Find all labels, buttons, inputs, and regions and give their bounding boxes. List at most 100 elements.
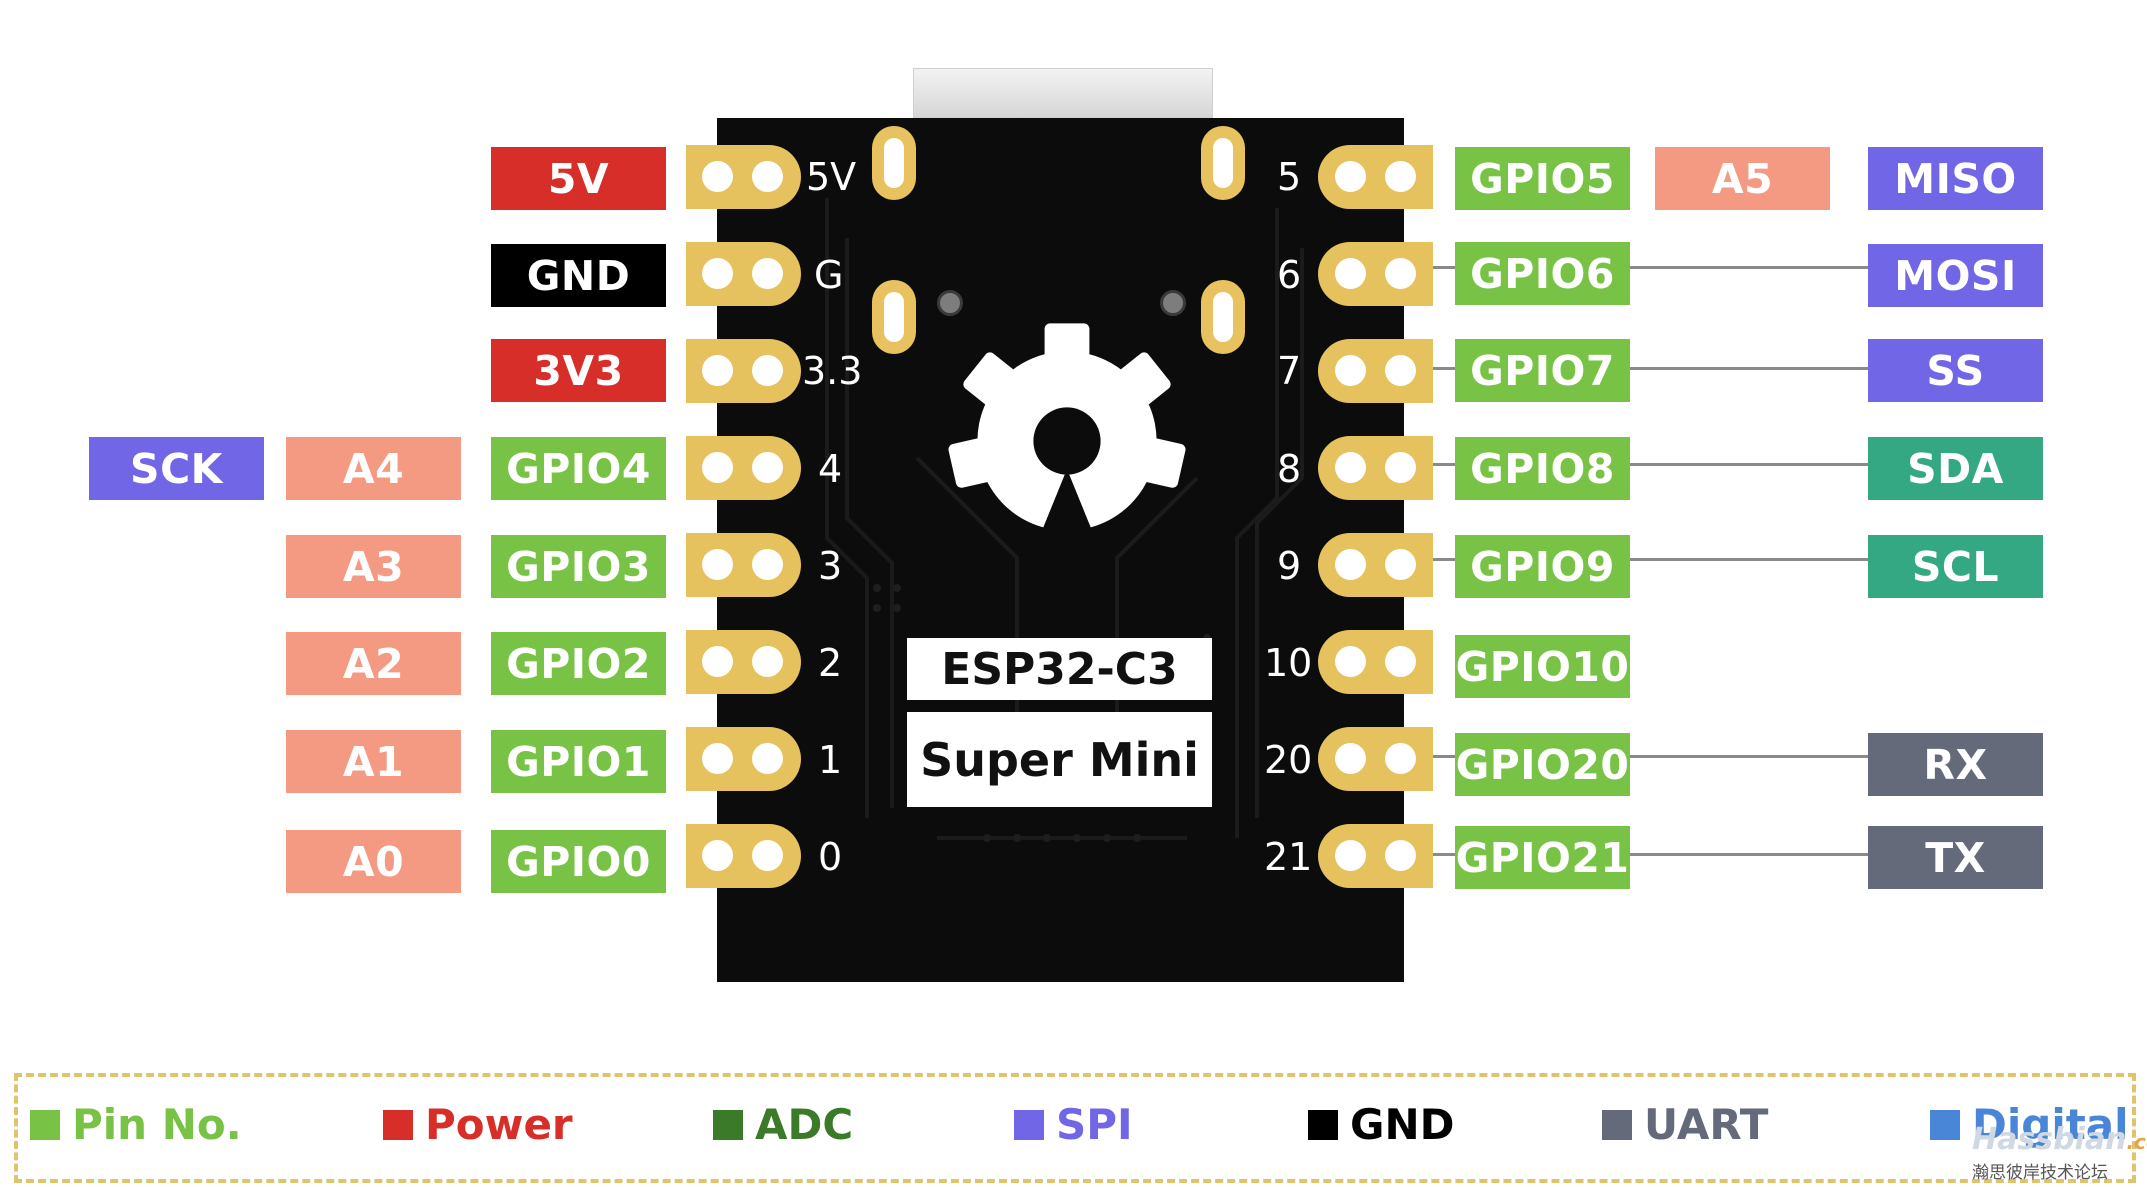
label-a1: A1	[286, 730, 461, 793]
connector-line	[1432, 755, 1868, 758]
label-a3: A3	[286, 535, 461, 598]
watermark-brand: Hassbian.com	[1972, 1122, 2147, 1157]
mount-slot	[1201, 280, 1245, 354]
pin-number: 9	[1277, 544, 1302, 588]
connector-line	[1432, 367, 1868, 370]
label-mosi: MOSI	[1868, 244, 2043, 307]
legend-item-pin-no: Pin No.	[30, 1100, 242, 1149]
watermark-brand-text: Hassbian	[1972, 1122, 2127, 1157]
connector-line	[1432, 266, 1868, 269]
pin-number: G	[814, 253, 844, 297]
pin-pad-right-1	[1318, 242, 1433, 306]
legend-item-uart: UART	[1602, 1100, 1768, 1149]
mount-slot	[872, 280, 916, 354]
pin-pad-left-4	[686, 533, 801, 597]
legend-swatch	[30, 1109, 60, 1140]
label-gpio20: GPIO20	[1455, 733, 1630, 796]
pin-number: 20	[1264, 738, 1313, 782]
gear-keyhole-icon	[948, 323, 1186, 559]
label-5v: 5V	[491, 147, 666, 210]
connector-line	[1432, 463, 1868, 466]
pin-number: 0	[818, 835, 843, 879]
label-gpio0: GPIO0	[491, 830, 666, 893]
pin-number: 7	[1277, 349, 1302, 393]
pin-pad-left-1	[686, 242, 801, 306]
label-gnd: GND	[491, 244, 666, 307]
pin-number: 5V	[806, 155, 857, 199]
watermark-domain: .com	[2126, 1130, 2147, 1154]
legend-item-spi: SPI	[1014, 1100, 1133, 1149]
pin-pad-right-7	[1318, 824, 1433, 888]
legend-swatch	[1308, 1109, 1338, 1140]
legend-label: Pin No.	[72, 1100, 242, 1149]
label-gpio3: GPIO3	[491, 535, 666, 598]
legend-swatch	[1602, 1109, 1632, 1140]
label-gpio2: GPIO2	[491, 632, 666, 695]
legend-label: Power	[425, 1100, 573, 1149]
label-gpio10: GPIO10	[1455, 635, 1630, 698]
pin-pad-left-3	[686, 436, 801, 500]
label-gpio9: GPIO9	[1455, 535, 1630, 598]
label-gpio4: GPIO4	[491, 437, 666, 500]
pin-pad-right-4	[1318, 533, 1433, 597]
mount-slot	[872, 126, 916, 200]
pin-pad-left-0	[686, 145, 801, 209]
pin-number: 10	[1264, 641, 1313, 685]
legend-item-adc: ADC	[713, 1100, 853, 1149]
label-gpio5: GPIO5	[1455, 147, 1630, 210]
pin-number: 21	[1264, 835, 1313, 879]
pin-number: 3	[818, 544, 843, 588]
pin-pad-right-3	[1318, 436, 1433, 500]
pin-pad-left-7	[686, 824, 801, 888]
legend-swatch	[713, 1109, 743, 1140]
pin-number: 3.3	[802, 349, 863, 393]
label-a2: A2	[286, 632, 461, 695]
label-gpio7: GPIO7	[1455, 339, 1630, 402]
legend-item-digital: Digital	[1930, 1100, 2129, 1149]
via-hole	[937, 290, 963, 316]
label-gpio6: GPIO6	[1455, 242, 1630, 305]
connector-line	[1432, 853, 1868, 856]
pin-number: 8	[1277, 447, 1302, 491]
label-tx: TX	[1868, 826, 2043, 889]
pin-number: 4	[818, 447, 843, 491]
watermark-tagline: 瀚思彼岸技术论坛	[1972, 1163, 2108, 1183]
legend-label: UART	[1644, 1100, 1769, 1149]
legend-item-gnd: GND	[1308, 1100, 1455, 1149]
connector-line	[1432, 558, 1868, 561]
pin-pad-right-0	[1318, 145, 1433, 209]
label-3v3: 3V3	[491, 339, 666, 402]
legend-label: ADC	[755, 1100, 854, 1149]
legend-swatch	[1930, 1109, 1960, 1140]
pin-pad-right-2	[1318, 339, 1433, 403]
label-gpio8: GPIO8	[1455, 437, 1630, 500]
legend-label: SPI	[1056, 1100, 1133, 1149]
pin-number: 1	[818, 738, 843, 782]
label-miso: MISO	[1868, 147, 2043, 210]
legend-item-power: Power	[383, 1100, 573, 1149]
pin-number: 6	[1277, 253, 1302, 297]
legend-box	[14, 1073, 2136, 1183]
label-gpio21: GPIO21	[1455, 826, 1630, 889]
label-rx: RX	[1868, 733, 2043, 796]
pin-number: 2	[818, 641, 843, 685]
legend-swatch	[383, 1109, 413, 1140]
pin-pad-right-6	[1318, 727, 1433, 791]
pcb-traces	[825, 198, 1304, 842]
legend-swatch	[1014, 1109, 1044, 1140]
label-scl: SCL	[1868, 535, 2043, 598]
chip-name-label: ESP32-C3	[907, 638, 1212, 700]
label-gpio1: GPIO1	[491, 730, 666, 793]
usb-c-connector	[913, 68, 1213, 118]
esp32-c3-board	[717, 118, 1404, 982]
chip-subtitle-label: Super Mini	[907, 712, 1212, 807]
label-ss: SS	[1868, 339, 2043, 402]
pin-pad-right-5	[1318, 630, 1433, 694]
legend-label: GND	[1350, 1100, 1455, 1149]
label-a4: A4	[286, 437, 461, 500]
pin-pad-left-5	[686, 630, 801, 694]
mount-slot	[1201, 126, 1245, 200]
pin-pad-left-2	[686, 339, 801, 403]
via-hole	[1160, 290, 1186, 316]
label-a0: A0	[286, 830, 461, 893]
